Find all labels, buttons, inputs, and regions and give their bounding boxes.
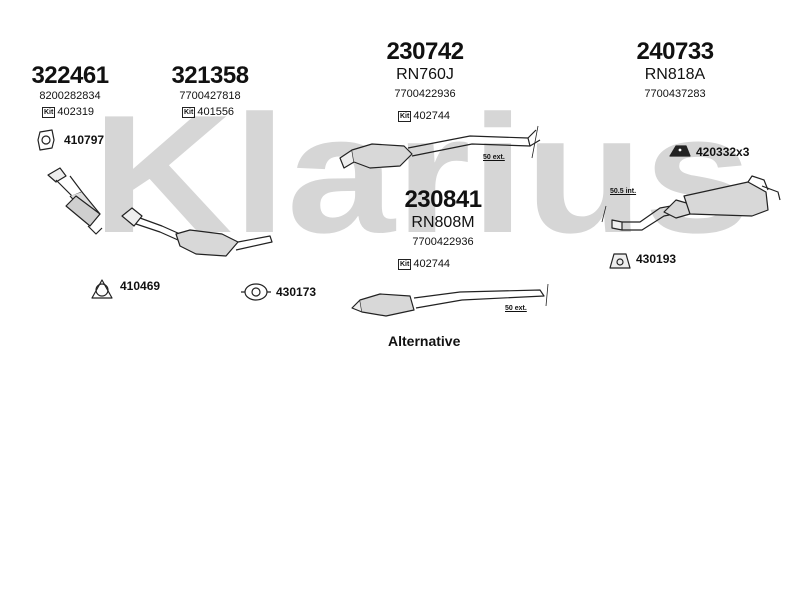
part-number: 240733 [636,38,714,65]
ref-code: RN808M [411,214,475,231]
kit-label: Kit 402744 [398,258,450,270]
kit-number: 402744 [413,258,451,270]
hanger-icon [609,253,631,269]
part-group-240733: 240733 RN818A 7700437283 [620,38,730,100]
part-number: 230841 [404,186,482,213]
rear-silencer-part-icon [601,175,781,231]
kit-label: Kit 402744 [398,110,450,122]
clamp-icon [241,283,271,301]
kit-number: 402319 [57,106,95,118]
oem-number: 7700422936 [394,88,456,100]
ring-gasket-icon [91,279,113,299]
part-group-230742: 230742 RN760J 7700422936 [370,38,480,100]
kit-number: 402744 [413,110,451,122]
accessory-code: 410797 [64,133,105,147]
part-number: 321358 [171,62,249,89]
centre-pipe-part-icon [339,125,541,169]
kit-label: Kit 402319 [42,106,94,118]
rubber-mount-icon [669,145,691,157]
accessory-code: 430193 [636,252,677,266]
part-group-230841: 230841 RN808M 7700422936 [388,186,498,248]
kit-badge: Kit [182,106,196,118]
accessory-code: 410469 [120,279,161,293]
alternative-label: Alternative [388,333,461,349]
catalyst-part-icon [121,207,273,257]
pipe-note: 50 ext. [483,154,505,161]
pipe-note: 50.5 int. [610,188,637,195]
ref-code: RN760J [396,66,454,83]
oem-number: 7700422936 [412,236,474,248]
oem-number: 7700427818 [179,90,241,102]
kit-badge: Kit [398,258,412,270]
part-number: 230742 [386,38,464,65]
front-catalyst-part-icon [47,167,103,235]
kit-number: 401556 [197,106,235,118]
pipe-note: 50 ext. [505,305,527,312]
part-group-321358: 321358 7700427818 [170,62,250,102]
accessory-code: 420332x3 [696,145,750,159]
ref-code: RN818A [644,66,706,83]
klarius-watermark: Klarius [92,100,752,250]
kit-label: Kit 401556 [182,106,234,118]
alternative-pipe-part-icon [351,283,549,317]
oem-number: 8200282834 [39,90,101,102]
kit-badge: Kit [398,110,412,122]
oem-number: 7700437283 [644,88,706,100]
kit-badge: Kit [42,106,56,118]
part-group-322461: 322461 8200282834 [30,62,110,102]
gasket-icon [37,129,55,151]
watermark-text: Klarius [92,100,752,250]
accessory-code: 430173 [276,285,317,299]
part-number: 322461 [31,62,109,89]
